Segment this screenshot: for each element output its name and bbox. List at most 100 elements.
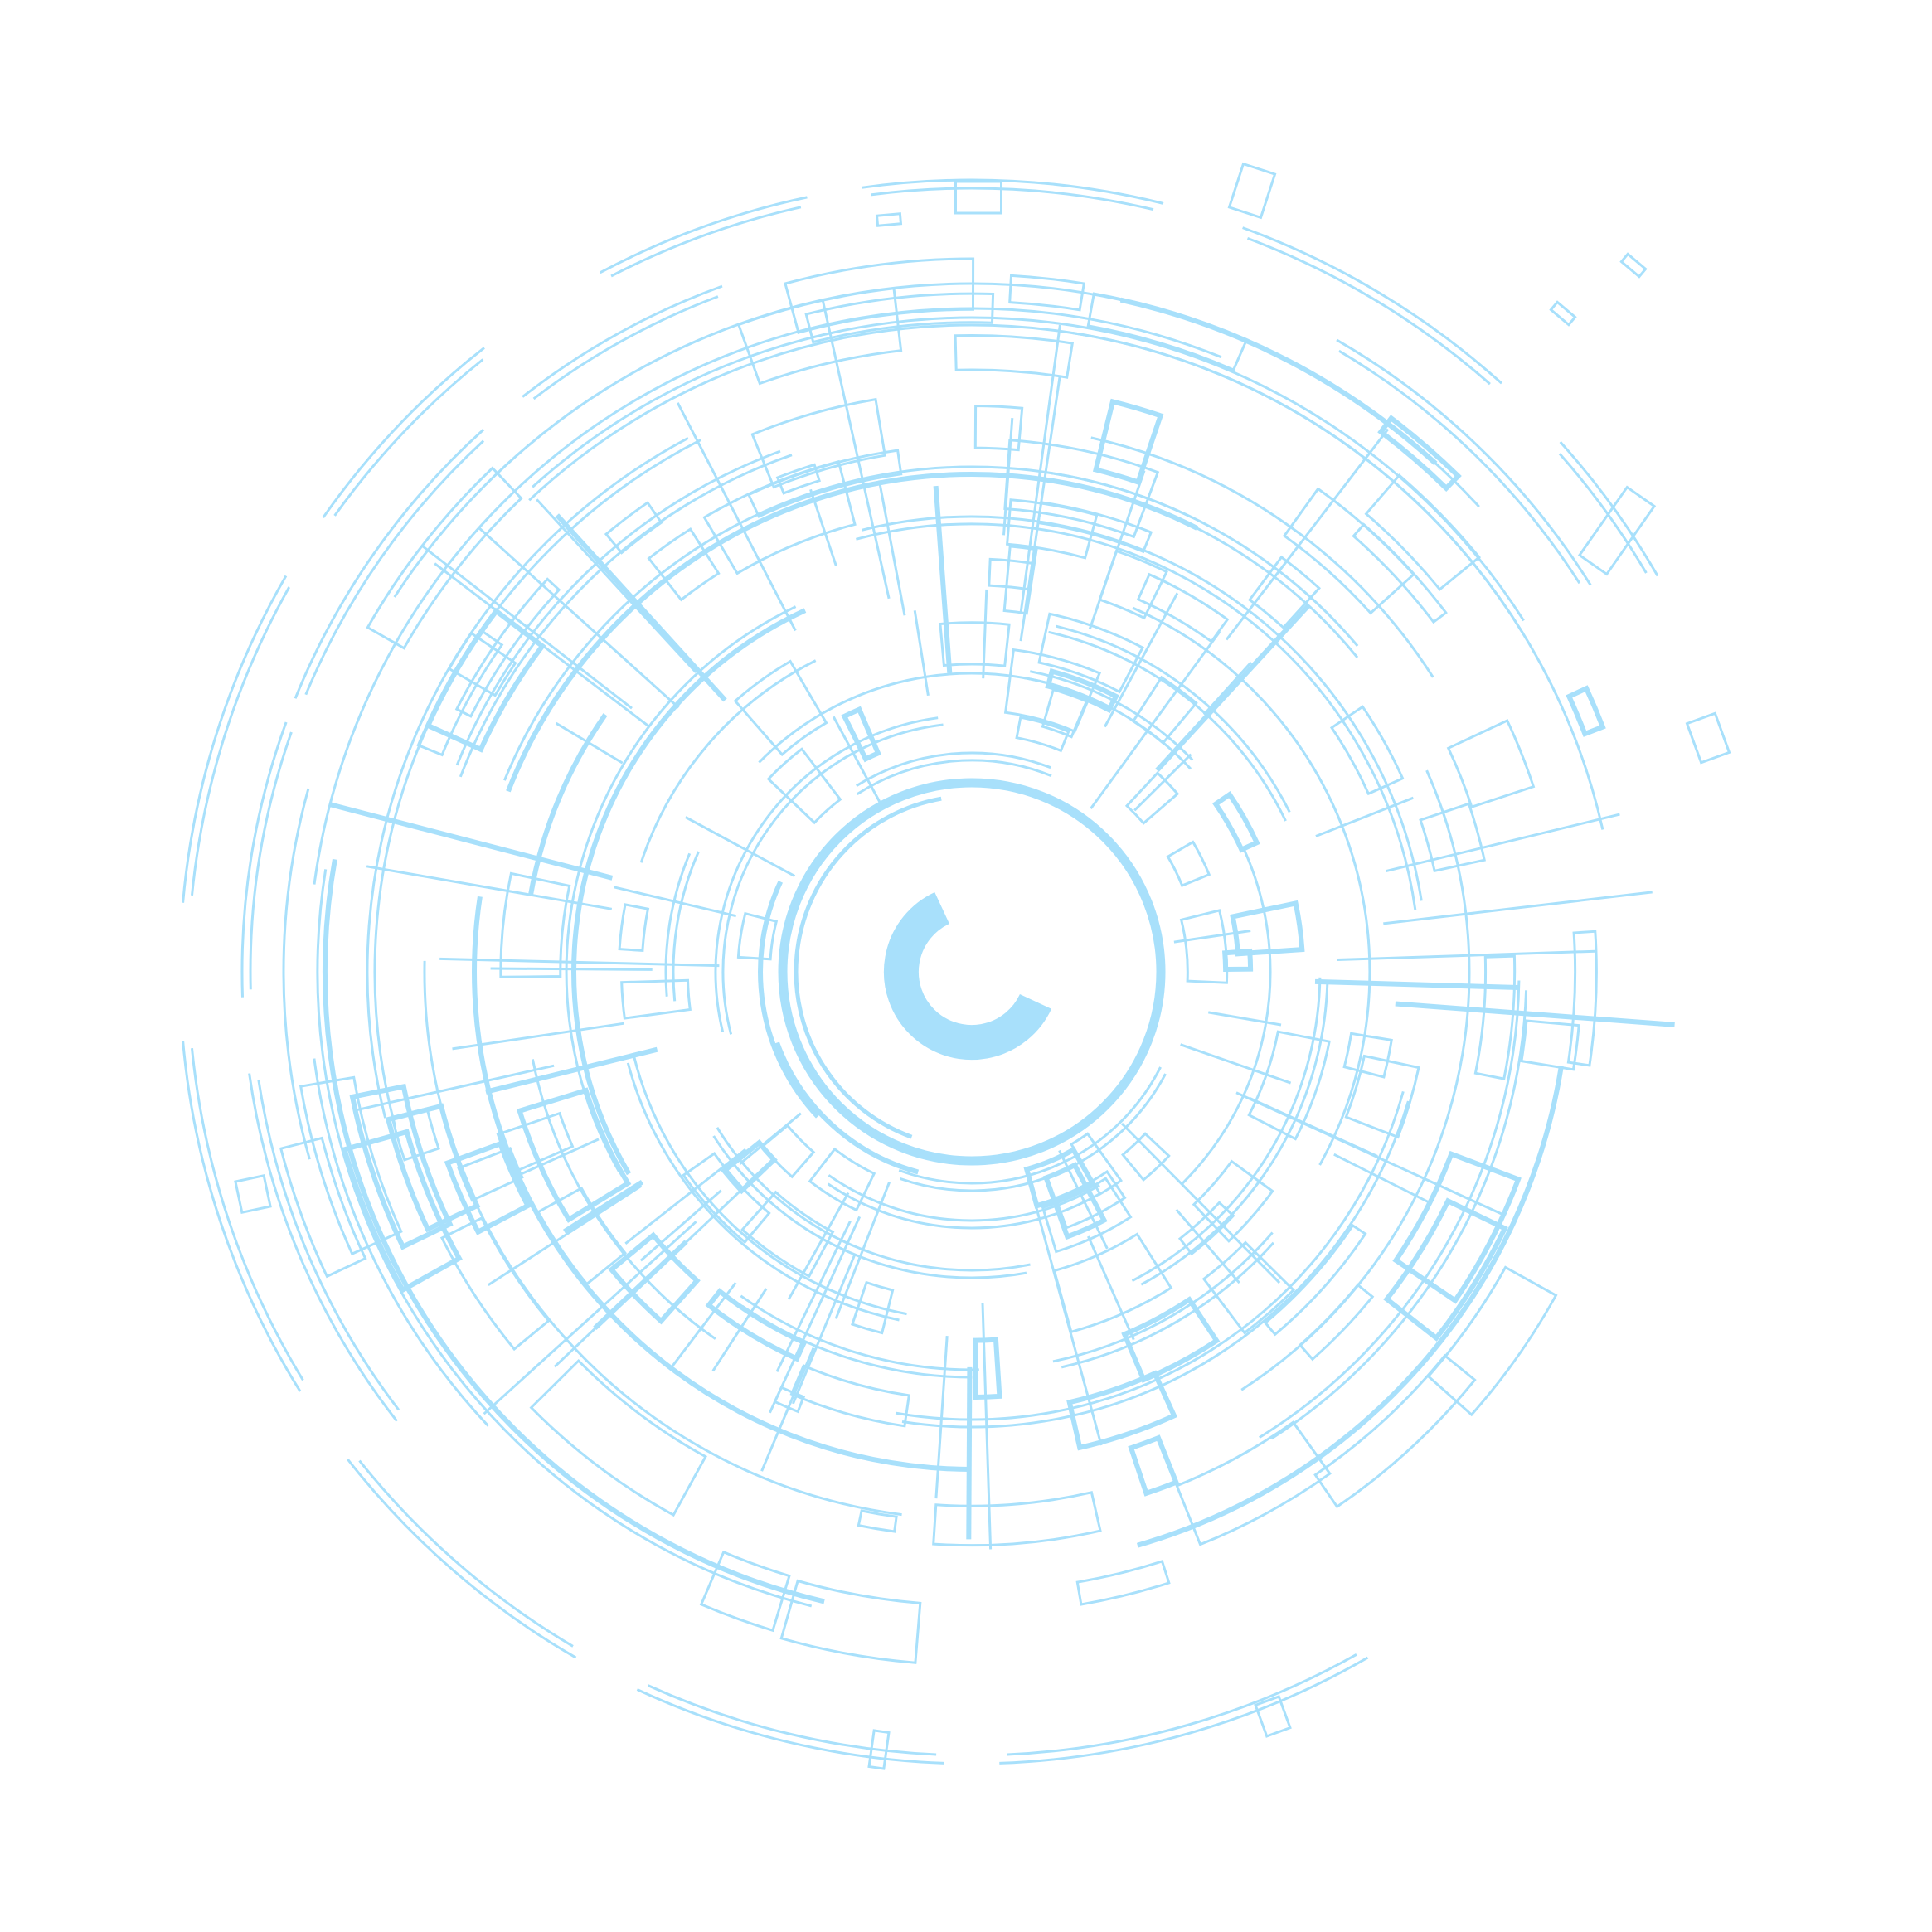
arc-block xyxy=(1221,948,1254,973)
ring-segment xyxy=(571,608,807,1176)
ring-segment xyxy=(1132,606,1371,1166)
arc-block xyxy=(279,1136,367,1279)
loading-spinner-icon xyxy=(883,891,1052,1061)
ring-segment-double xyxy=(503,465,1193,781)
radial-connector xyxy=(555,513,727,702)
spinner-arc xyxy=(883,891,1052,1061)
radial-connector xyxy=(685,816,796,877)
radial-connector xyxy=(981,1303,993,1550)
ring-segment xyxy=(313,1058,489,1427)
arc-block xyxy=(439,1216,551,1352)
outer-arc-segment-inner xyxy=(532,295,719,400)
arc-block xyxy=(1002,545,1038,615)
radial-connector xyxy=(1314,978,1519,990)
arc-block xyxy=(1098,549,1169,620)
floating-square xyxy=(234,1173,272,1215)
arc-block xyxy=(1037,612,1145,694)
arc-block xyxy=(939,621,1011,667)
radial-connector xyxy=(933,485,953,673)
arc-block xyxy=(1086,292,1249,371)
arc-block xyxy=(1419,802,1486,873)
outer-arc-segment xyxy=(294,428,485,699)
ring-segment xyxy=(1052,1231,1274,1363)
radial-connector xyxy=(1315,796,1414,837)
arc-block xyxy=(1282,487,1416,615)
arc-block xyxy=(1177,1201,1235,1256)
arc-block xyxy=(1352,522,1448,624)
radial-connector xyxy=(1175,1208,1240,1284)
floating-square xyxy=(954,180,1002,215)
ring-segment xyxy=(1131,977,1322,1283)
arc-block xyxy=(1212,791,1260,853)
outer-arc-segment-inner xyxy=(1246,236,1491,386)
core-ring xyxy=(774,778,1166,1175)
arc-block xyxy=(1120,1132,1171,1182)
radial-connector xyxy=(1104,592,1179,728)
arc-block xyxy=(1247,1030,1331,1141)
arc-block xyxy=(529,1358,707,1517)
arc-block xyxy=(454,577,561,718)
ring-segment-double xyxy=(856,751,1051,787)
radial-connector xyxy=(966,1366,973,1540)
ring-segment-double xyxy=(1270,990,1528,1440)
radial-connector xyxy=(834,1182,891,1319)
outer-arc-segment xyxy=(248,1073,398,1422)
radial-connector xyxy=(483,1221,697,1415)
radial-connector xyxy=(1386,813,1620,873)
arc-block xyxy=(299,1075,403,1256)
arc-block xyxy=(932,1491,1102,1547)
arc-block xyxy=(736,911,779,961)
arc-block xyxy=(1329,705,1405,796)
arc-block xyxy=(1052,1232,1173,1334)
outer-arc-segment xyxy=(322,347,485,519)
arc-block xyxy=(1566,930,1598,1067)
arc-block xyxy=(444,1140,532,1235)
radial-connector xyxy=(1249,1096,1378,1158)
ring-segment-double xyxy=(316,869,813,1608)
ring-segment-double xyxy=(741,1304,973,1379)
ring-segment-double xyxy=(901,1100,1410,1429)
arc-block xyxy=(618,903,650,952)
arc-block xyxy=(366,466,523,650)
arc-block xyxy=(705,1288,808,1362)
arc-block xyxy=(973,404,1024,452)
radial-connector xyxy=(487,1184,643,1287)
radial-connector xyxy=(769,1216,862,1414)
radial-connector xyxy=(1337,949,1596,961)
arc-block xyxy=(775,463,821,495)
radial-connector xyxy=(536,498,697,673)
arc-block xyxy=(1566,685,1606,737)
outer-arc-segment-inner xyxy=(610,206,802,278)
ring-segment xyxy=(856,522,1417,910)
arc-block xyxy=(1230,900,1305,957)
arc-block xyxy=(1092,398,1164,486)
arc-block xyxy=(1342,1032,1393,1079)
arc-block xyxy=(1131,675,1198,745)
arc-block xyxy=(1070,1132,1123,1197)
radial-connector xyxy=(1087,1235,1135,1341)
radial-connector xyxy=(676,402,797,632)
radial-connector xyxy=(877,480,906,616)
floating-square xyxy=(1619,252,1648,279)
arc-block xyxy=(1248,555,1322,630)
radial-connector xyxy=(553,1182,750,1368)
arc-block xyxy=(1298,1283,1375,1362)
arc-block xyxy=(1383,1197,1508,1342)
ring-segment xyxy=(313,307,1222,885)
radial-connector xyxy=(328,802,614,881)
radial-connector xyxy=(639,1189,722,1262)
ring-segment-double xyxy=(862,515,1423,901)
radial-connector xyxy=(485,1046,658,1095)
outer-arc-segment xyxy=(861,178,1164,205)
arc-block xyxy=(1426,1265,1558,1417)
ring-segment xyxy=(758,881,820,1119)
ring-segment-double xyxy=(1061,1241,1274,1369)
ring-segment xyxy=(1259,980,1521,1439)
ring-segment xyxy=(1136,1066,1564,1548)
radial-connector xyxy=(1088,470,1146,630)
arc-block xyxy=(789,1364,911,1428)
ring-segment-double xyxy=(712,1135,1027,1279)
arc-block xyxy=(1192,1159,1274,1243)
ring-segment xyxy=(895,1090,1405,1421)
